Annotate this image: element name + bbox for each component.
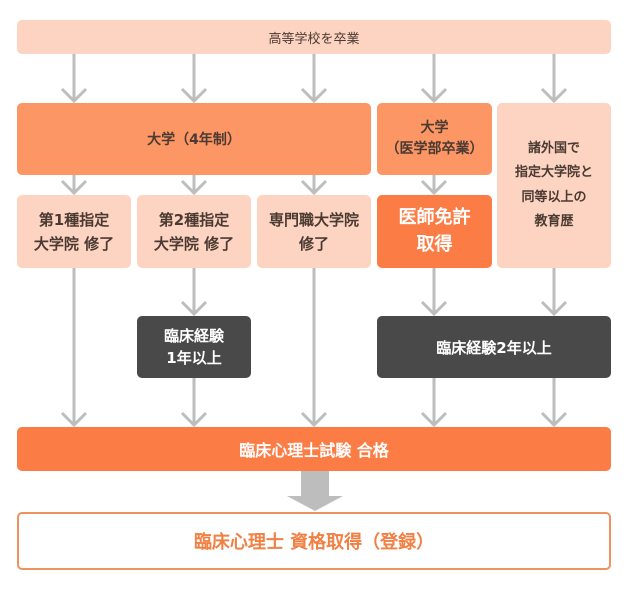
university-medical-label: 大学 （医学部卒業） <box>385 120 484 157</box>
clinical-exp-2yr-box: 臨床経験2年以上 <box>377 316 611 378</box>
arrow-top-col5 <box>540 54 568 104</box>
exam-pass-box: 臨床心理士試験 合格 <box>17 427 611 471</box>
high-school-graduation-box: 高等学校を卒業 <box>17 20 611 54</box>
arrow-univmed-col4 <box>420 175 448 196</box>
big-down-arrow <box>287 471 343 511</box>
exam-pass-label: 臨床心理士試験 合格 <box>239 441 389 460</box>
grad-type1-box: 第1種指定 大学院 修了 <box>17 195 131 268</box>
grad-type2-box: 第2種指定 大学院 修了 <box>137 195 251 268</box>
final-qualification-box: 臨床心理士 資格取得（登録） <box>17 512 611 570</box>
arrow-foreign-exp2 <box>540 268 568 317</box>
university-4yr-label: 大学（4年制） <box>147 132 241 148</box>
medical-license-box: 医師免許 取得 <box>377 195 492 268</box>
arrow-univ-col1 <box>60 175 88 196</box>
arrow-gp-exam <box>300 268 328 428</box>
arrow-top-col3 <box>300 54 328 104</box>
arrow-top-col2 <box>180 54 208 104</box>
arrow-univ-col2 <box>180 175 208 196</box>
foreign-education-box: 諸外国で 指定大学院と 同等以上の 教育歴 <box>497 103 611 268</box>
university-4yr-box: 大学（4年制） <box>17 103 371 175</box>
clinical-exp-1yr-box: 臨床経験 1年以上 <box>137 316 251 378</box>
foreign-education-label: 諸外国で 指定大学院と 同等以上の 教育歴 <box>514 141 593 229</box>
medical-license-label: 医師免許 取得 <box>398 207 471 255</box>
university-medical-box: 大学 （医学部卒業） <box>377 103 492 175</box>
arrow-exp2-exam-col4 <box>420 378 448 428</box>
grad-type1-label: 第1種指定 大学院 修了 <box>33 210 115 253</box>
arrow-top-col4 <box>420 54 448 104</box>
high-school-graduation-label: 高等学校を卒業 <box>268 31 360 47</box>
final-qualification-label: 臨床心理士 資格取得（登録） <box>193 532 435 553</box>
arrow-g2-exp1 <box>180 268 208 317</box>
arrow-g1-exam <box>60 268 88 428</box>
grad-type2-label: 第2種指定 大学院 修了 <box>153 210 235 253</box>
arrow-md-exp2 <box>420 268 448 317</box>
arrow-exp1-exam <box>180 378 208 428</box>
clinical-exp-1yr-label: 臨床経験 1年以上 <box>163 326 224 368</box>
clinical-exp-2yr-label: 臨床経験2年以上 <box>436 338 552 357</box>
arrow-univ-col3 <box>300 175 328 196</box>
grad-professional-label: 専門職大学院 修了 <box>268 210 359 253</box>
grad-professional-box: 専門職大学院 修了 <box>257 195 371 268</box>
arrow-exp2-exam-col5 <box>540 378 568 428</box>
arrow-top-col1 <box>60 54 88 104</box>
